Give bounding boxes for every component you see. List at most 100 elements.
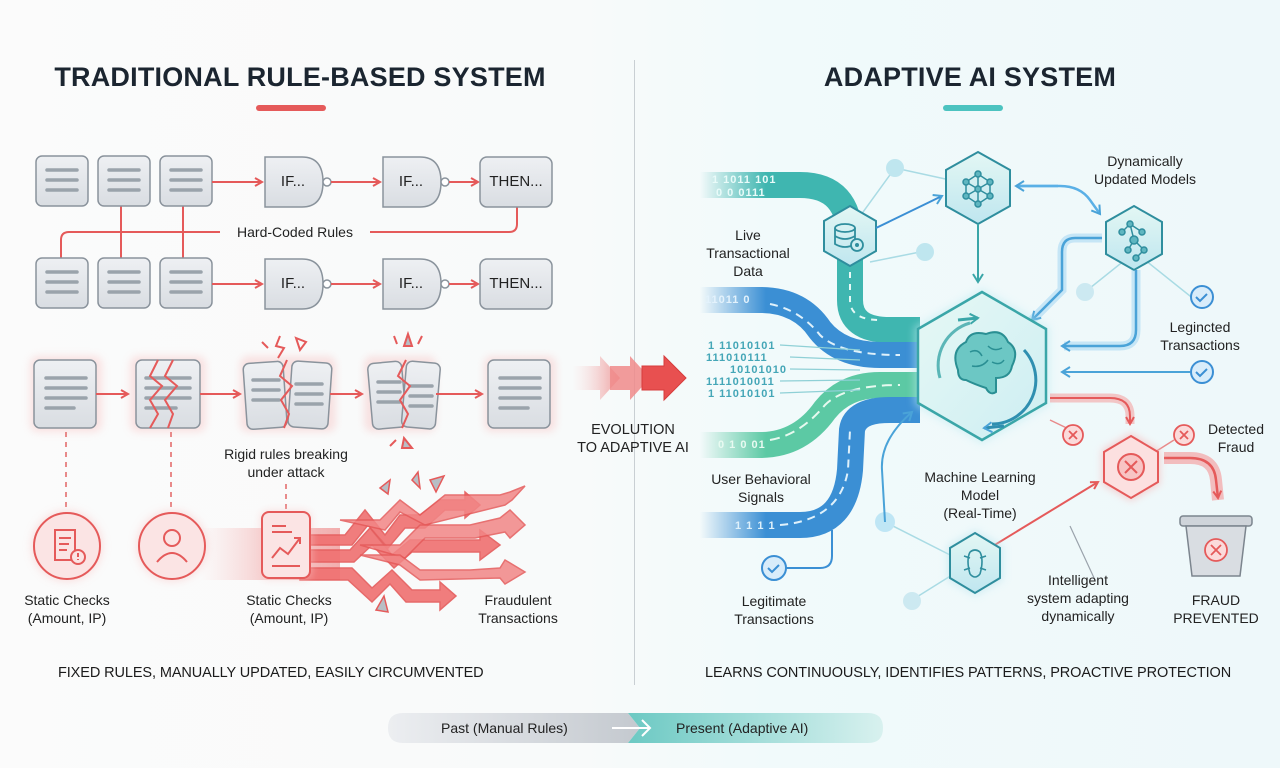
label-line: Transactional: [706, 245, 790, 261]
label-line: TO ADAPTIVE AI: [577, 440, 689, 456]
label-line: Transactions: [1160, 337, 1240, 353]
detected-fraud-label: Detected Fraud: [1196, 420, 1276, 456]
breaking-label-line: Rigid rules breaking: [224, 446, 348, 462]
timeline: [388, 713, 883, 743]
static-checks-label-1: Static Checks (Amount, IP): [2, 591, 132, 627]
trash-bin-icon: [1179, 515, 1253, 577]
database-gear-icon: [823, 204, 877, 268]
check-circle-icon: [761, 555, 787, 581]
fraudulent-transactions-label: Fraudulent Transactions: [458, 591, 578, 627]
network-node: [1076, 283, 1094, 301]
label-line: (Amount, IP): [249, 610, 329, 626]
svg-text:1111010011: 1111010011: [706, 376, 775, 388]
right-footer: LEARNS CONTINUOUSLY, IDENTIFIES PATTERNS…: [705, 665, 1232, 681]
svg-text:0 1 0 01: 0 1 0 01: [718, 439, 766, 451]
neural-network-icon: [945, 150, 1011, 226]
legit-connector: [786, 530, 833, 569]
svg-text:1 11010101: 1 11010101: [708, 340, 776, 352]
legitimate-transactions-label: Legitimate Transactions: [714, 592, 834, 628]
label-line: (Real-Time): [943, 505, 1017, 521]
user-signals-label: User Behavioral Signals: [694, 470, 828, 506]
label-line: PREVENTED: [1173, 610, 1259, 626]
brain-icon: [954, 331, 1017, 395]
gate-label: IF...: [280, 173, 306, 190]
graph-model-icon: [1105, 204, 1163, 272]
dynamic-models-label: Dynamically Updated Models: [1080, 152, 1210, 188]
label-line: (Amount, IP): [27, 610, 107, 626]
check-circle-icon: [1190, 360, 1214, 384]
label-line: Static Checks: [24, 592, 110, 608]
x-circle-icon: [1062, 424, 1084, 446]
label-line: Signals: [738, 489, 784, 505]
x-circle-icon: [1173, 424, 1195, 446]
fraudulent-arrows: [200, 470, 527, 613]
evolution-arrows: [572, 354, 687, 402]
label-line: Dynamically: [1107, 153, 1183, 169]
svg-text:1 11010101: 1 11010101: [708, 388, 776, 400]
network-node: [916, 243, 934, 261]
label-line: system adapting: [1027, 590, 1129, 606]
result-label: THEN...: [489, 275, 543, 292]
breaking-label-line: under attack: [247, 464, 325, 480]
fraud-prevented-label: FRAUD PREVENTED: [1166, 591, 1266, 627]
breaking-rules-row: [30, 330, 556, 449]
label-line: EVOLUTION: [591, 422, 675, 438]
svg-text:0 0 0111: 0 0 0111: [716, 187, 766, 199]
right-title: ADAPTIVE AI SYSTEM: [823, 62, 1117, 92]
evolution-label: EVOLUTION TO ADAPTIVE AI: [566, 421, 700, 457]
trend-chart-icon: [260, 510, 312, 580]
label-line: Legitimate: [741, 593, 807, 609]
adaptive-bug-icon: [947, 530, 1003, 596]
legincted-transactions-label: Legincted Transactions: [1140, 318, 1260, 354]
label-line: Machine Learning: [924, 469, 1036, 485]
label-line: Live: [735, 227, 761, 243]
network-links: [849, 167, 1196, 601]
fraud-detection-path: [969, 393, 1224, 581]
data-to-model-arrow: [875, 193, 944, 229]
label-line: Detected: [1207, 421, 1265, 437]
label-line: Intelligent: [1048, 572, 1108, 588]
label-line: User Behavioral: [711, 471, 811, 487]
left-footer: FIXED RULES, MANUALLY UPDATED, EASILY CI…: [58, 665, 484, 681]
svg-text:1 1011 101: 1 1011 101: [712, 174, 776, 186]
svg-text:11011 0: 11011 0: [705, 294, 751, 306]
left-title-underline: [256, 105, 326, 111]
label-line: Model: [960, 487, 1000, 503]
label-line: Legincted: [1169, 319, 1231, 335]
svg-text:10101010: 10101010: [730, 364, 787, 376]
breaking-label: Rigid rules breaking under attack: [196, 445, 376, 481]
result-label: THEN...: [489, 173, 543, 190]
svg-text:111010111: 111010111: [706, 352, 768, 364]
static-checks-label-2: Static Checks (Amount, IP): [224, 591, 354, 627]
fraud-hexagon: [1102, 433, 1160, 501]
network-node: [903, 592, 921, 610]
gate-label: IF...: [398, 173, 424, 190]
svg-text:1 1 1 1: 1 1 1 1: [735, 520, 776, 532]
signal-up-arrow: [880, 410, 914, 523]
live-data-label: Live Transactional Data: [688, 226, 808, 280]
binary-text: 1 1011 101 0 0 0111 11011 0 1 11010101 1…: [705, 174, 787, 532]
user-icon: [136, 510, 208, 582]
timeline-past: Past (Manual Rules): [441, 720, 568, 736]
check-circle-icon: [1190, 285, 1214, 309]
network-node: [886, 159, 904, 177]
receipt-alert-icon: [31, 510, 103, 582]
label-line: Fraudulent: [484, 592, 552, 608]
gate-label: IF...: [398, 275, 424, 292]
intelligent-system-label: Intelligent system adapting dynamically: [1018, 571, 1138, 625]
hard-coded-rules-label: Hard-Coded Rules: [237, 224, 353, 240]
model-update-arrows: [1014, 180, 1190, 378]
timeline-present: Present (Adaptive AI): [676, 720, 809, 736]
label-line: dynamically: [1041, 608, 1115, 624]
right-title-underline: [943, 105, 1003, 111]
label-line: Fraud: [1217, 439, 1255, 455]
ml-model-label: Machine Learning Model (Real-Time): [905, 468, 1055, 522]
label-line: Updated Models: [1094, 171, 1196, 187]
left-title: TRADITIONAL RULE-BASED SYSTEM: [54, 62, 546, 92]
label-line: Data: [733, 263, 763, 279]
gate-label: IF...: [280, 275, 306, 292]
rule-doc-row1: [35, 155, 213, 207]
label-line: FRAUD: [1191, 592, 1241, 608]
label-line: Static Checks: [246, 592, 332, 608]
